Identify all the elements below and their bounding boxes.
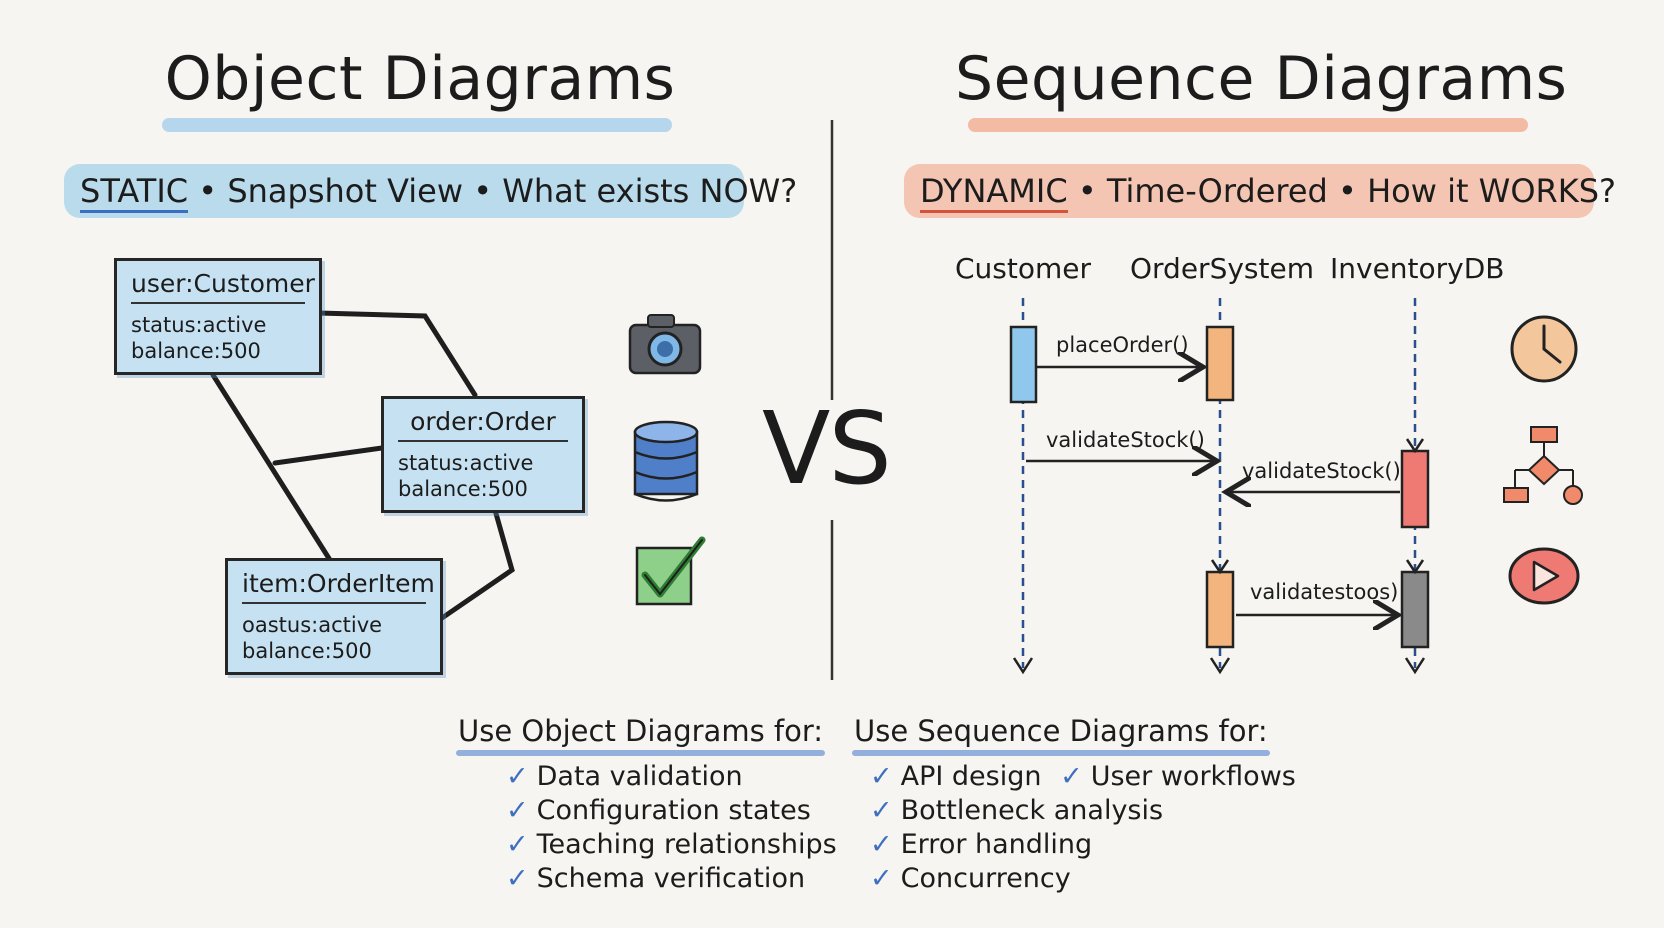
object-diagrams-title: Object Diagrams xyxy=(164,44,676,114)
list-item: ✓Bottleneck analysis xyxy=(870,795,1164,826)
check-icon: ✓ xyxy=(870,829,893,860)
check-icon: ✓ xyxy=(506,795,529,826)
checkmark-icon xyxy=(635,536,706,606)
static-banner-text: • Snapshot View • What exists NOW? xyxy=(188,172,798,210)
check-icon: ✓ xyxy=(506,761,529,792)
lifeline-ends xyxy=(1012,657,1426,675)
use-object-list: ✓Data validation ✓Configuration states ✓… xyxy=(506,760,837,896)
lifeline-header-ordersystem: OrderSystem xyxy=(1130,252,1314,285)
check-icon: ✓ xyxy=(1060,761,1083,792)
message-validatestock-1: validateStock() xyxy=(1046,428,1205,452)
object-order: order:Order status:active balance:500 xyxy=(381,396,585,513)
object-attr: oastus:active xyxy=(242,613,383,637)
arrow-down-inventorydb-1 xyxy=(1405,438,1425,454)
sequence-diagrams-title: Sequence Diagrams xyxy=(955,44,1568,114)
use-sequence-list: ✓API design ✓User workflows ✓Bottleneck … xyxy=(870,760,1296,896)
object-user-customer: user:Customer status:active balance:500 xyxy=(114,258,322,375)
use-sequence-title-text: Use Sequence Diagrams for: xyxy=(854,714,1268,748)
object-attr: balance:500 xyxy=(131,339,261,363)
list-item: ✓Configuration states xyxy=(506,795,811,826)
activation-ordersystem-2 xyxy=(1205,570,1235,649)
object-name: user:Customer xyxy=(131,269,315,304)
static-keyword: STATIC xyxy=(80,172,189,213)
arrow-down-ordersystem xyxy=(1210,559,1230,575)
object-name: item:OrderItem xyxy=(242,569,435,604)
dynamic-keyword: DYNAMIC xyxy=(920,172,1068,213)
lifeline-header-inventorydb: InventoryDB xyxy=(1330,252,1505,285)
list-item: ✓Schema verification xyxy=(506,863,806,894)
list-item: ✓Data validation xyxy=(506,761,743,792)
vs-label: VS xyxy=(762,390,892,507)
dynamic-banner: DYNAMIC • Time-Ordered • How it WORKS? xyxy=(904,164,1616,218)
arrow-down-inventorydb-2 xyxy=(1405,559,1425,575)
play-icon xyxy=(1508,547,1580,605)
link-order-item xyxy=(439,507,515,621)
check-icon: ✓ xyxy=(870,795,893,826)
use-object-title-text: Use Object Diagrams for: xyxy=(458,714,824,748)
camera-icon xyxy=(628,314,702,375)
object-attr: status:active xyxy=(131,313,267,337)
dynamic-banner-text: • Time-Ordered • How it WORKS? xyxy=(1067,172,1617,210)
activation-inventorydb-2 xyxy=(1400,570,1430,649)
static-banner: STATIC • Snapshot View • What exists NOW… xyxy=(64,164,797,218)
object-attr: status:active xyxy=(398,451,534,475)
check-icon: ✓ xyxy=(870,863,893,894)
activation-customer xyxy=(1009,325,1038,404)
link-customer-item xyxy=(210,372,333,563)
object-name: order:Order xyxy=(398,407,568,442)
activation-ordersystem-1 xyxy=(1205,325,1235,402)
clock-icon xyxy=(1510,315,1578,383)
object-item-orderitem: item:OrderItem oastus:active balance:500 xyxy=(225,558,443,675)
object-attr: balance:500 xyxy=(398,477,528,501)
activation-inventorydb-1 xyxy=(1400,449,1430,529)
message-placeorder: placeOrder() xyxy=(1056,333,1189,357)
object-links xyxy=(210,310,515,621)
list-item: ✓API design ✓User workflows xyxy=(870,761,1296,792)
use-sequence-title: Use Sequence Diagrams for: xyxy=(852,714,1270,756)
check-icon: ✓ xyxy=(506,863,529,894)
link-mid xyxy=(272,445,385,466)
list-item: ✓Concurrency xyxy=(870,863,1071,894)
flowchart-icon xyxy=(1503,426,1583,505)
title-underline-right xyxy=(968,118,1528,132)
title-underline-left xyxy=(162,118,672,132)
link-customer-order xyxy=(315,310,478,398)
list-item: ✓Teaching relationships xyxy=(506,829,837,860)
use-object-title: Use Object Diagrams for: xyxy=(456,714,826,756)
message-validatestock-2: validateStock() xyxy=(1242,459,1401,483)
check-icon: ✓ xyxy=(870,761,893,792)
message-validatestoos: validatestoos) xyxy=(1250,580,1399,604)
object-attr: balance:500 xyxy=(242,639,372,663)
lifeline-header-customer: Customer xyxy=(954,252,1091,285)
list-item: ✓Error handling xyxy=(870,829,1093,860)
check-icon: ✓ xyxy=(506,829,529,860)
database-icon xyxy=(633,420,699,502)
